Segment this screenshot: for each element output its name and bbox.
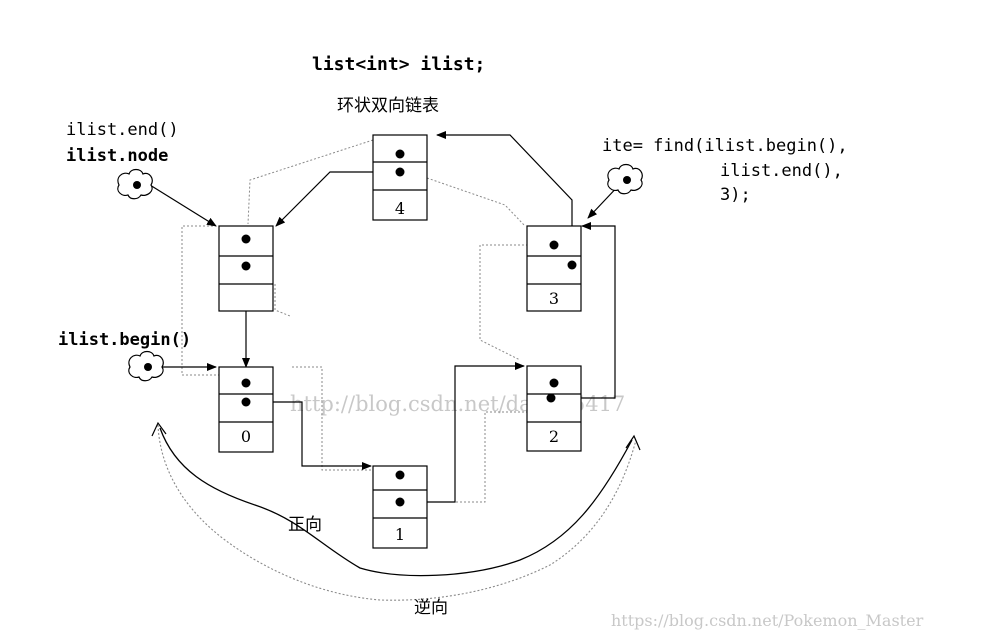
prev-link-3-to-2 xyxy=(479,244,528,361)
forward-curve-end-arrow-icon xyxy=(625,434,641,451)
node-3-prev-dot xyxy=(549,240,559,250)
end-iterator-cloud-icon xyxy=(117,168,153,200)
watermark-corner: https://blog.csdn.net/Pokemon_Master xyxy=(611,611,924,630)
node-1-prev-dot xyxy=(395,470,405,480)
node-4-value: 4 xyxy=(395,199,405,218)
find-call-line2: ilist.end(), xyxy=(720,161,843,181)
begin-iterator-cloud-icon xyxy=(128,350,164,382)
reverse-direction-label: 逆向 xyxy=(414,598,448,618)
prev-link-0-to-empty xyxy=(181,225,220,376)
list-declaration: list<int> ilist; xyxy=(312,54,485,75)
next-link-0-to-1 xyxy=(246,401,372,470)
node-end-next-dot xyxy=(241,261,251,271)
reverse-direction-curve xyxy=(157,424,637,601)
prev-link-empty-to-3 xyxy=(274,284,291,317)
list-node-0: 0 xyxy=(218,366,274,453)
prev-link-4-to-empty xyxy=(247,139,374,225)
node-2-next-dot xyxy=(546,393,556,403)
begin-label: ilist.begin() xyxy=(58,330,191,350)
list-node-1: 1 xyxy=(372,465,428,549)
prev-links xyxy=(181,139,528,503)
node-4-prev-dot xyxy=(395,149,405,159)
prev-link-1-to-0 xyxy=(290,366,375,471)
cloud-icon xyxy=(117,163,643,382)
next-link-4-to-empty xyxy=(275,171,388,227)
find-call-line1: ite= find(ilist.begin(), xyxy=(602,136,848,156)
node-3-next-dot xyxy=(567,260,577,270)
end-pointer-arrow xyxy=(149,184,217,227)
node-0-next-dot xyxy=(241,397,251,407)
node-4-next-dot xyxy=(395,167,405,177)
node-2-value: 2 xyxy=(549,427,559,446)
node-1-value: 1 xyxy=(395,525,405,544)
list-node-3: 3 xyxy=(526,225,582,312)
node-0-value: 0 xyxy=(241,427,251,446)
prev-link-2-to-1 xyxy=(432,411,528,503)
list-node-2: 2 xyxy=(526,365,582,452)
find-call-line3: 3); xyxy=(720,185,751,205)
next-link-2-to-3 xyxy=(551,222,616,399)
list-node-4: 4 xyxy=(372,134,428,221)
ite-iterator-cloud-icon xyxy=(607,163,643,195)
node-0-prev-dot xyxy=(241,378,251,388)
direction-curves xyxy=(151,421,641,601)
node-label: ilist.node xyxy=(66,146,168,166)
node-2-prev-dot xyxy=(549,378,559,388)
node-3-value: 3 xyxy=(549,289,559,308)
forward-direction-label: 正向 xyxy=(288,515,322,535)
diagram-subtitle: 环状双向链表 xyxy=(337,96,439,116)
list-node-end xyxy=(218,225,274,312)
forward-direction-curve xyxy=(159,427,633,577)
node-end-prev-dot xyxy=(241,234,251,244)
node-1-next-dot xyxy=(395,497,405,507)
end-label: ilist.end() xyxy=(66,120,179,140)
forward-curve-start-arrow-icon xyxy=(151,421,167,437)
prev-link-3-to-4 xyxy=(426,177,526,227)
